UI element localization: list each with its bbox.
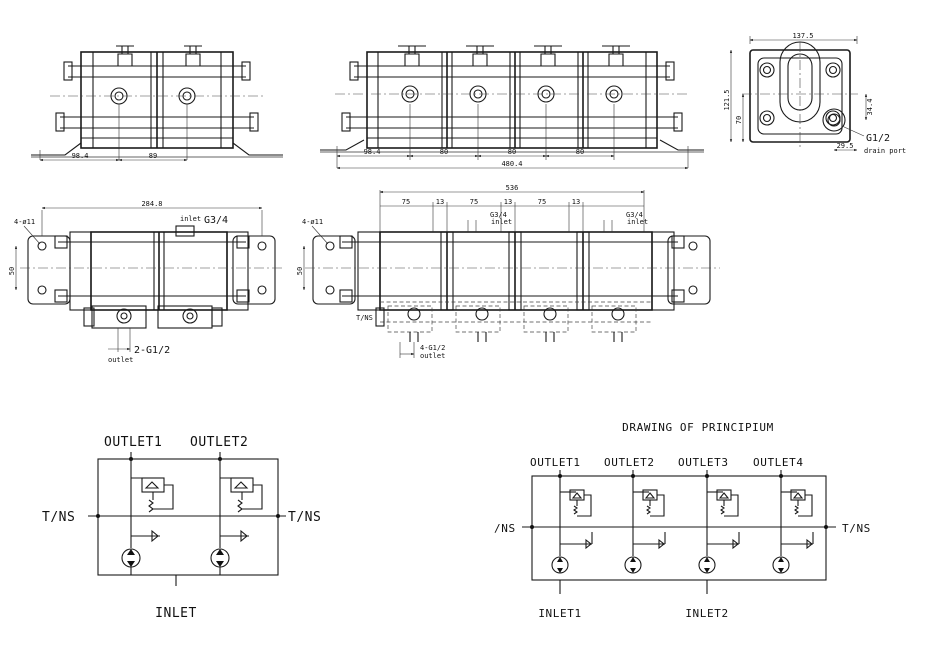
dim-plan4-seg-2: 75: [470, 198, 478, 206]
dim-plan4-width: 536: [506, 184, 519, 192]
plan2-mount-holes: 4-ø11: [14, 218, 35, 226]
schematic4-outlet3-label: OUTLET3: [678, 456, 729, 469]
dim-front4-pitch-1: 80: [440, 148, 448, 156]
dim-plan2-height: 50: [8, 267, 16, 275]
dim-plan4-gap-1: 13: [436, 198, 444, 206]
front-view-4-section: 98.4 80 80 80 480.4: [320, 45, 704, 170]
schematic4-right-tns: T/NS: [842, 522, 871, 535]
plan4-outlet-size: 4-G1/2: [420, 344, 445, 352]
dim-front2-offset: 98.4: [72, 152, 89, 160]
dim-front4-pitch-2: 80: [508, 148, 516, 156]
plan2-outlet-size: 2-G1/2: [134, 345, 170, 356]
schematic4-inlet1-label: INLET1: [538, 607, 581, 620]
plan4-tns-label: T/NS: [356, 314, 373, 322]
schematic2-section-1: [121, 459, 174, 575]
plan2-inlet-note: inlet: [180, 215, 201, 223]
hydraulic-schematic-4-outlet: DRAWING OF PRINCIPIUM OUTLET1 OUTLET2 OU…: [494, 421, 871, 620]
dim-front4-pitch-3: 80: [576, 148, 584, 156]
side-port-label: G1/2: [866, 133, 890, 144]
plan4-inlet-size-1: G3/4: [490, 211, 507, 219]
side-view: 137.5 121.5 70 34.4 29.5 G1/2 drain port: [723, 32, 906, 155]
dim-front4-total: 480.4: [501, 160, 522, 168]
schematic2-outlet2-label: OUTLET2: [190, 435, 248, 450]
dim-plan4-seg-1: 75: [402, 198, 410, 206]
schematic2-section-2: [210, 459, 263, 575]
dim-side-center: 70: [735, 116, 743, 124]
plan2-outlet-note: outlet: [108, 356, 133, 364]
schematic2-left-tns: T/NS: [42, 510, 75, 525]
plan4-outlet-note: outlet: [420, 352, 445, 360]
plan4-mount-holes: 4-ø11: [302, 218, 323, 226]
schematic4-left-tns: /NS: [494, 522, 516, 535]
dim-side-width: 137.5: [792, 32, 813, 40]
schematic4-outlet1-label: OUTLET1: [530, 456, 581, 469]
schematic2-right-tns: T/NS: [288, 510, 321, 525]
dim-plan4-height: 50: [296, 267, 304, 275]
front-view-2-section: 98.4 89: [31, 45, 283, 162]
plan4-inlet-size-2: G3/4: [626, 211, 643, 219]
schematic4-title: DRAWING OF PRINCIPIUM: [622, 421, 774, 434]
dim-side-port-x: 29.5: [837, 142, 854, 150]
plan2-inlet-size: G3/4: [204, 215, 228, 226]
plan-view-2-section: 284.8 4-ø11 50 inlet G3/4 2-G1/2 outlet: [8, 200, 285, 364]
plan4-inlet-note-1: inlet: [491, 218, 512, 226]
schematic4-outlet4-label: OUTLET4: [753, 456, 804, 469]
schematic4-section-3: [698, 470, 740, 574]
schematic4-section-1: [551, 470, 593, 574]
dim-plan2-width: 284.8: [141, 200, 162, 208]
plan-view-4-section: 536 75 13 75 13 75 13 G3/4 inlet G3/4 in…: [296, 184, 720, 360]
side-port-note: drain port: [864, 147, 906, 155]
dim-plan4-gap-3: 13: [572, 198, 580, 206]
dim-front2-pitch: 89: [149, 152, 157, 160]
dim-plan4-seg-3: 75: [538, 198, 546, 206]
schematic2-outlet1-label: OUTLET1: [104, 435, 162, 450]
schematic4-section-2: [624, 470, 666, 574]
schematic2-inlet-label: INLET: [155, 606, 197, 621]
schematic4-inlet2-label: INLET2: [685, 607, 728, 620]
plan4-inlet-note-2: inlet: [627, 218, 648, 226]
dim-side-port-offset: 34.4: [866, 99, 874, 116]
hydraulic-schematic-2-outlet: OUTLET1 OUTLET2 T/NS T/NS: [42, 435, 321, 621]
schematic4-outlet2-label: OUTLET2: [604, 456, 655, 469]
dim-front4-offset: 98.4: [364, 148, 381, 156]
dim-side-height: 121.5: [723, 89, 731, 110]
schematic4-section-4: [772, 470, 814, 574]
dim-plan4-gap-2: 13: [504, 198, 512, 206]
